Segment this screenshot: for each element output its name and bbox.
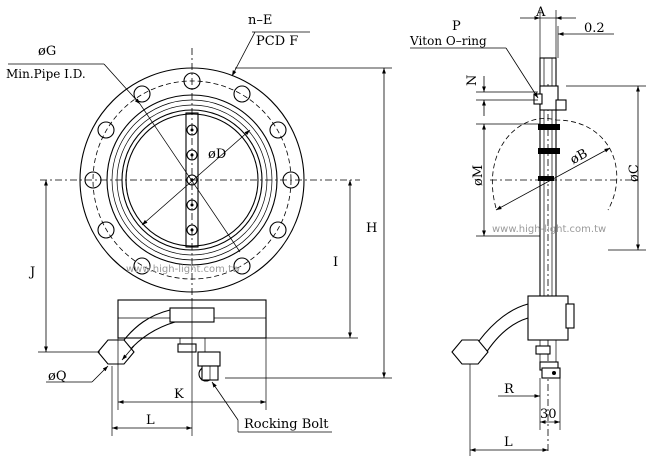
- rocking-bolt-label: Rocking Bolt: [244, 417, 329, 432]
- bolt-hole: [269, 121, 287, 139]
- l-label-left: L: [146, 413, 155, 428]
- bolt-hole: [84, 171, 102, 189]
- p-label: P: [452, 19, 461, 34]
- min-pipe-label: Min.Pipe I.D.: [6, 67, 86, 81]
- bolt-hole: [133, 257, 151, 275]
- phi-m-label: øM: [471, 165, 486, 186]
- seat-ring-inner: [121, 109, 263, 251]
- bolt-hole: [233, 85, 251, 103]
- top-fitting: [539, 85, 559, 111]
- bolt-hole: [282, 171, 300, 189]
- bolt-hole: [97, 121, 115, 139]
- i-label: I: [333, 255, 338, 270]
- side-handle-knob: [451, 339, 489, 365]
- side-screw: [538, 148, 560, 154]
- viton-label: Viton O–ring: [409, 34, 487, 48]
- dim-30-label: 30: [540, 407, 557, 422]
- bolt-hole: [269, 221, 287, 239]
- bolt-hole: [133, 85, 151, 103]
- side-view: A 0.2 P Viton O–ring N øM øB øC R 30 L w…: [409, 5, 646, 456]
- seat-ring: [116, 104, 268, 256]
- phi-d-dimension: [141, 129, 251, 226]
- phi-b-label: øB: [568, 146, 590, 167]
- a-label: A: [535, 5, 546, 20]
- dim-02-label: 0.2: [584, 21, 605, 36]
- n-label: N: [465, 75, 480, 86]
- bore: [125, 113, 259, 247]
- flange-outer: [79, 67, 305, 293]
- front-view: n–E PCD F øG Min.Pipe I.D. øD H I J øQ K…: [6, 13, 392, 436]
- side-screw: [538, 176, 554, 181]
- bolt-hole: [233, 257, 251, 275]
- rocking-bolt: [197, 351, 221, 367]
- watermark: www.high-light.com.tw: [126, 264, 240, 275]
- j-label: J: [28, 265, 35, 280]
- shaft-block: [177, 343, 197, 353]
- side-screw: [538, 124, 560, 130]
- side-rocking-bolt: [541, 367, 561, 379]
- phi-c-label: øC: [627, 164, 642, 182]
- side-housing: [527, 295, 569, 341]
- phi-d-label: øD: [208, 147, 226, 162]
- l-label-right: L: [504, 435, 513, 450]
- bolt-hole: [97, 221, 115, 239]
- phi-b-dimension: [495, 147, 611, 211]
- bolt-hole: [183, 72, 201, 90]
- seat-ring-outer: [111, 99, 273, 261]
- phi-g-label: øG: [38, 44, 56, 59]
- pcd-f-label: PCD F: [256, 34, 298, 49]
- n-e-label: n–E: [248, 13, 272, 28]
- flange-raised-face: [106, 94, 278, 266]
- bolt-holes: [84, 72, 300, 275]
- k-label: K: [174, 387, 184, 402]
- watermark: www.high-light.com.tw: [492, 224, 606, 235]
- h-label: H: [366, 221, 377, 236]
- r-label: R: [504, 382, 515, 397]
- disc-swing-arc: [491, 118, 618, 211]
- pcd-circle: [92, 80, 292, 280]
- phi-q-label: øQ: [48, 369, 66, 384]
